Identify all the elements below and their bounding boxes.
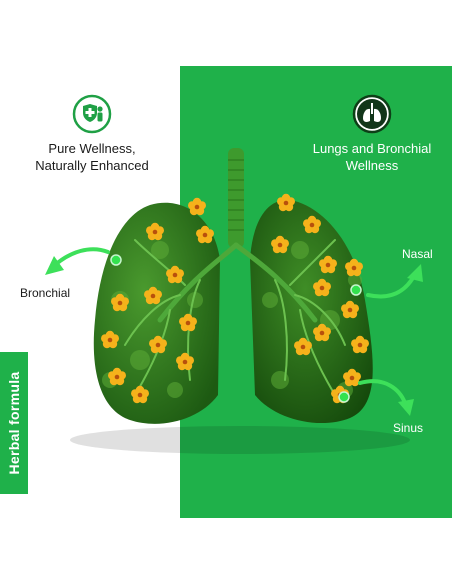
callout-nasal: Nasal — [402, 247, 433, 261]
herbal-formula-label: Herbal formula — [6, 371, 22, 475]
feature-right-line1: Lungs and Bronchial — [312, 141, 432, 156]
feature-right-line2: Wellness — [345, 158, 399, 173]
lungs-icon — [352, 94, 392, 134]
herbal-formula-tab: Herbal formula — [0, 352, 28, 494]
callout-sinus: Sinus — [393, 421, 424, 435]
feature-lungs-bronchial: Lungs and Bronchial Wellness — [292, 94, 452, 174]
feature-left-line2: Naturally Enhanced — [35, 158, 149, 173]
callout-bronchial: Bronchial — [20, 286, 71, 300]
feature-pure-wellness: Pure Wellness, Naturally Enhanced — [14, 94, 170, 174]
feature-left-line1: Pure Wellness, — [48, 141, 136, 156]
shield-person-icon — [72, 94, 112, 134]
arrow-nasal — [366, 274, 416, 299]
arrow-bronchial — [53, 247, 110, 267]
arrow-sinus — [358, 379, 407, 405]
